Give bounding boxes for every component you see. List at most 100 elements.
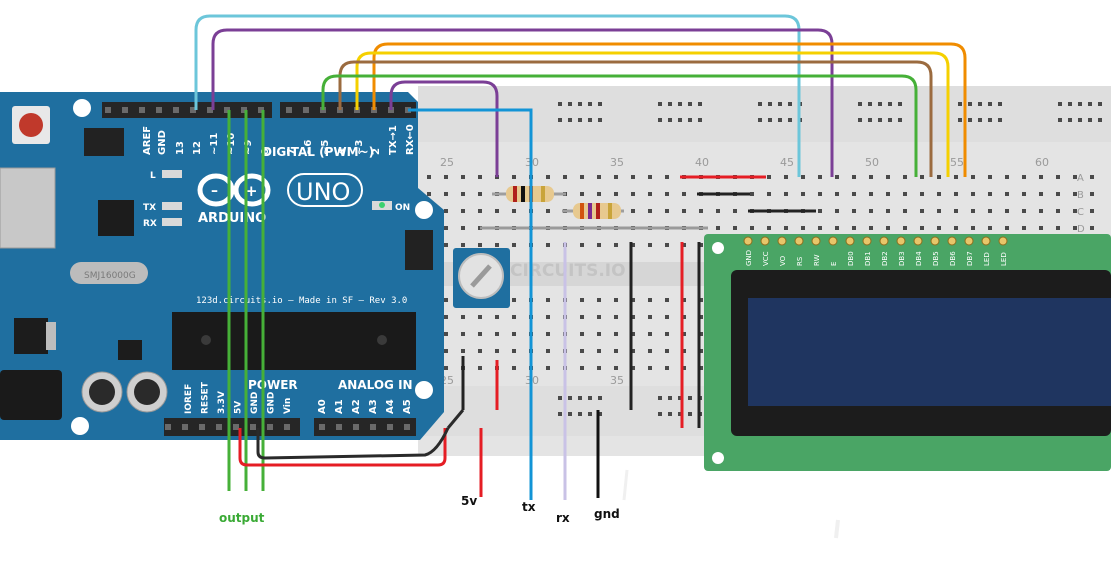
header-hole [105,107,111,113]
atmega-dot-2 [377,335,387,345]
power-pin-label: RESET [201,381,211,414]
breadboard-hole [597,175,601,179]
resistor-2 [562,203,624,219]
breadboard-hole [1022,175,1026,179]
breadboard-hole [512,332,516,336]
header-hole [258,107,264,113]
header-hole [353,424,359,430]
rail-hole [988,118,992,122]
mount-hole-2 [415,201,433,219]
breadboard-hole [444,209,448,213]
rail-hole [1058,118,1062,122]
breadboard-hole [784,226,788,230]
analog-pin-label: A2 [351,399,362,414]
analog-pin-label: A5 [402,399,413,414]
breadboard-hole [648,315,652,319]
breadboard-hole [869,226,873,230]
potentiometer[interactable] [453,248,510,308]
header-hole [319,424,325,430]
header-hole [139,107,145,113]
breadboard-hole [886,209,890,213]
wire-blue-tx [408,108,533,500]
breadboard-hole [801,226,805,230]
top-pin-label: 2 [371,148,382,155]
breadboard-hole [648,349,652,353]
breadboard-hole [835,192,839,196]
mount-hole-3 [71,417,89,435]
lcd-pin-label: RW [813,254,821,266]
header-hole [336,424,342,430]
breadboard-hole [580,175,584,179]
breadboard-hole [920,209,924,213]
rail-hole [758,102,762,106]
lcd-pin [947,236,957,246]
on-label: ON [395,203,410,213]
breadboard-hole [682,209,686,213]
rail-hole [1098,102,1102,106]
breadboard-hole [699,366,703,370]
breadboard-hole [1022,209,1026,213]
rail-hole [758,118,762,122]
breadboard-hole [801,175,805,179]
top-pin-label: ~3 [354,140,365,155]
header-hole [165,424,171,430]
breadboard-hole [614,349,618,353]
lcd-pin-label: DB4 [915,251,923,266]
breadboard-watermark: CIRCUITS.IO [510,261,626,281]
breadboard-hole [869,175,873,179]
breadboard-hole [920,175,924,179]
top-pin-label: AREF [142,126,153,155]
rail-hole [968,102,972,106]
breadboard-hole [699,315,703,319]
header-hole [182,424,188,430]
header-hole [216,424,222,430]
column-number: 25 [440,156,454,169]
breadboard-hole [614,192,618,196]
brand-label: ARDUINO [198,211,266,226]
rail-hole [958,102,962,106]
breadboard-hole [665,315,669,319]
breadboard-hole [1022,226,1026,230]
breadboard-hole [461,349,465,353]
header-hole [284,424,290,430]
breadboard-hole [1073,175,1077,179]
rx-led [162,218,182,226]
breadboard-hole [1022,192,1026,196]
svg-text:+: + [245,182,258,200]
header-hole [286,107,292,113]
breadboard-hole [444,298,448,302]
label-5v: 5v [461,494,477,508]
wire-black-power [256,427,450,460]
breadboard-hole [427,192,431,196]
breadboard-hole [682,243,686,247]
rail-hole [788,102,792,106]
header-hole [250,424,256,430]
lcd-pin [981,236,991,246]
lcd-pin [930,236,940,246]
breadboard-hole [546,366,550,370]
breadboard-hole [648,332,652,336]
reset-button[interactable] [19,113,43,137]
lcd-pin [879,236,889,246]
breadboard-hole [1005,175,1009,179]
tx-led-label: TX [143,203,156,213]
lcd-pin-label: DB6 [949,251,957,266]
tx-led [162,202,182,210]
rail-hole [568,118,572,122]
power-pin-label: 3.3V [217,391,227,414]
wire-brown [338,60,933,177]
row-letter: D [1077,224,1085,235]
breadboard-hole [733,226,737,230]
power-header [164,418,300,436]
rail-hole [658,412,662,416]
header-hole [199,424,205,430]
crystal-text: SMJ16000G [84,271,136,281]
breadboard-hole [614,332,618,336]
top-pin-label: TX→1 [388,125,399,155]
breadboard-hole [512,349,516,353]
breadboard-hole [614,175,618,179]
rail-hole [978,102,982,106]
header-hole [303,107,309,113]
rail-hole [668,396,672,400]
breadboard-hole [614,298,618,302]
